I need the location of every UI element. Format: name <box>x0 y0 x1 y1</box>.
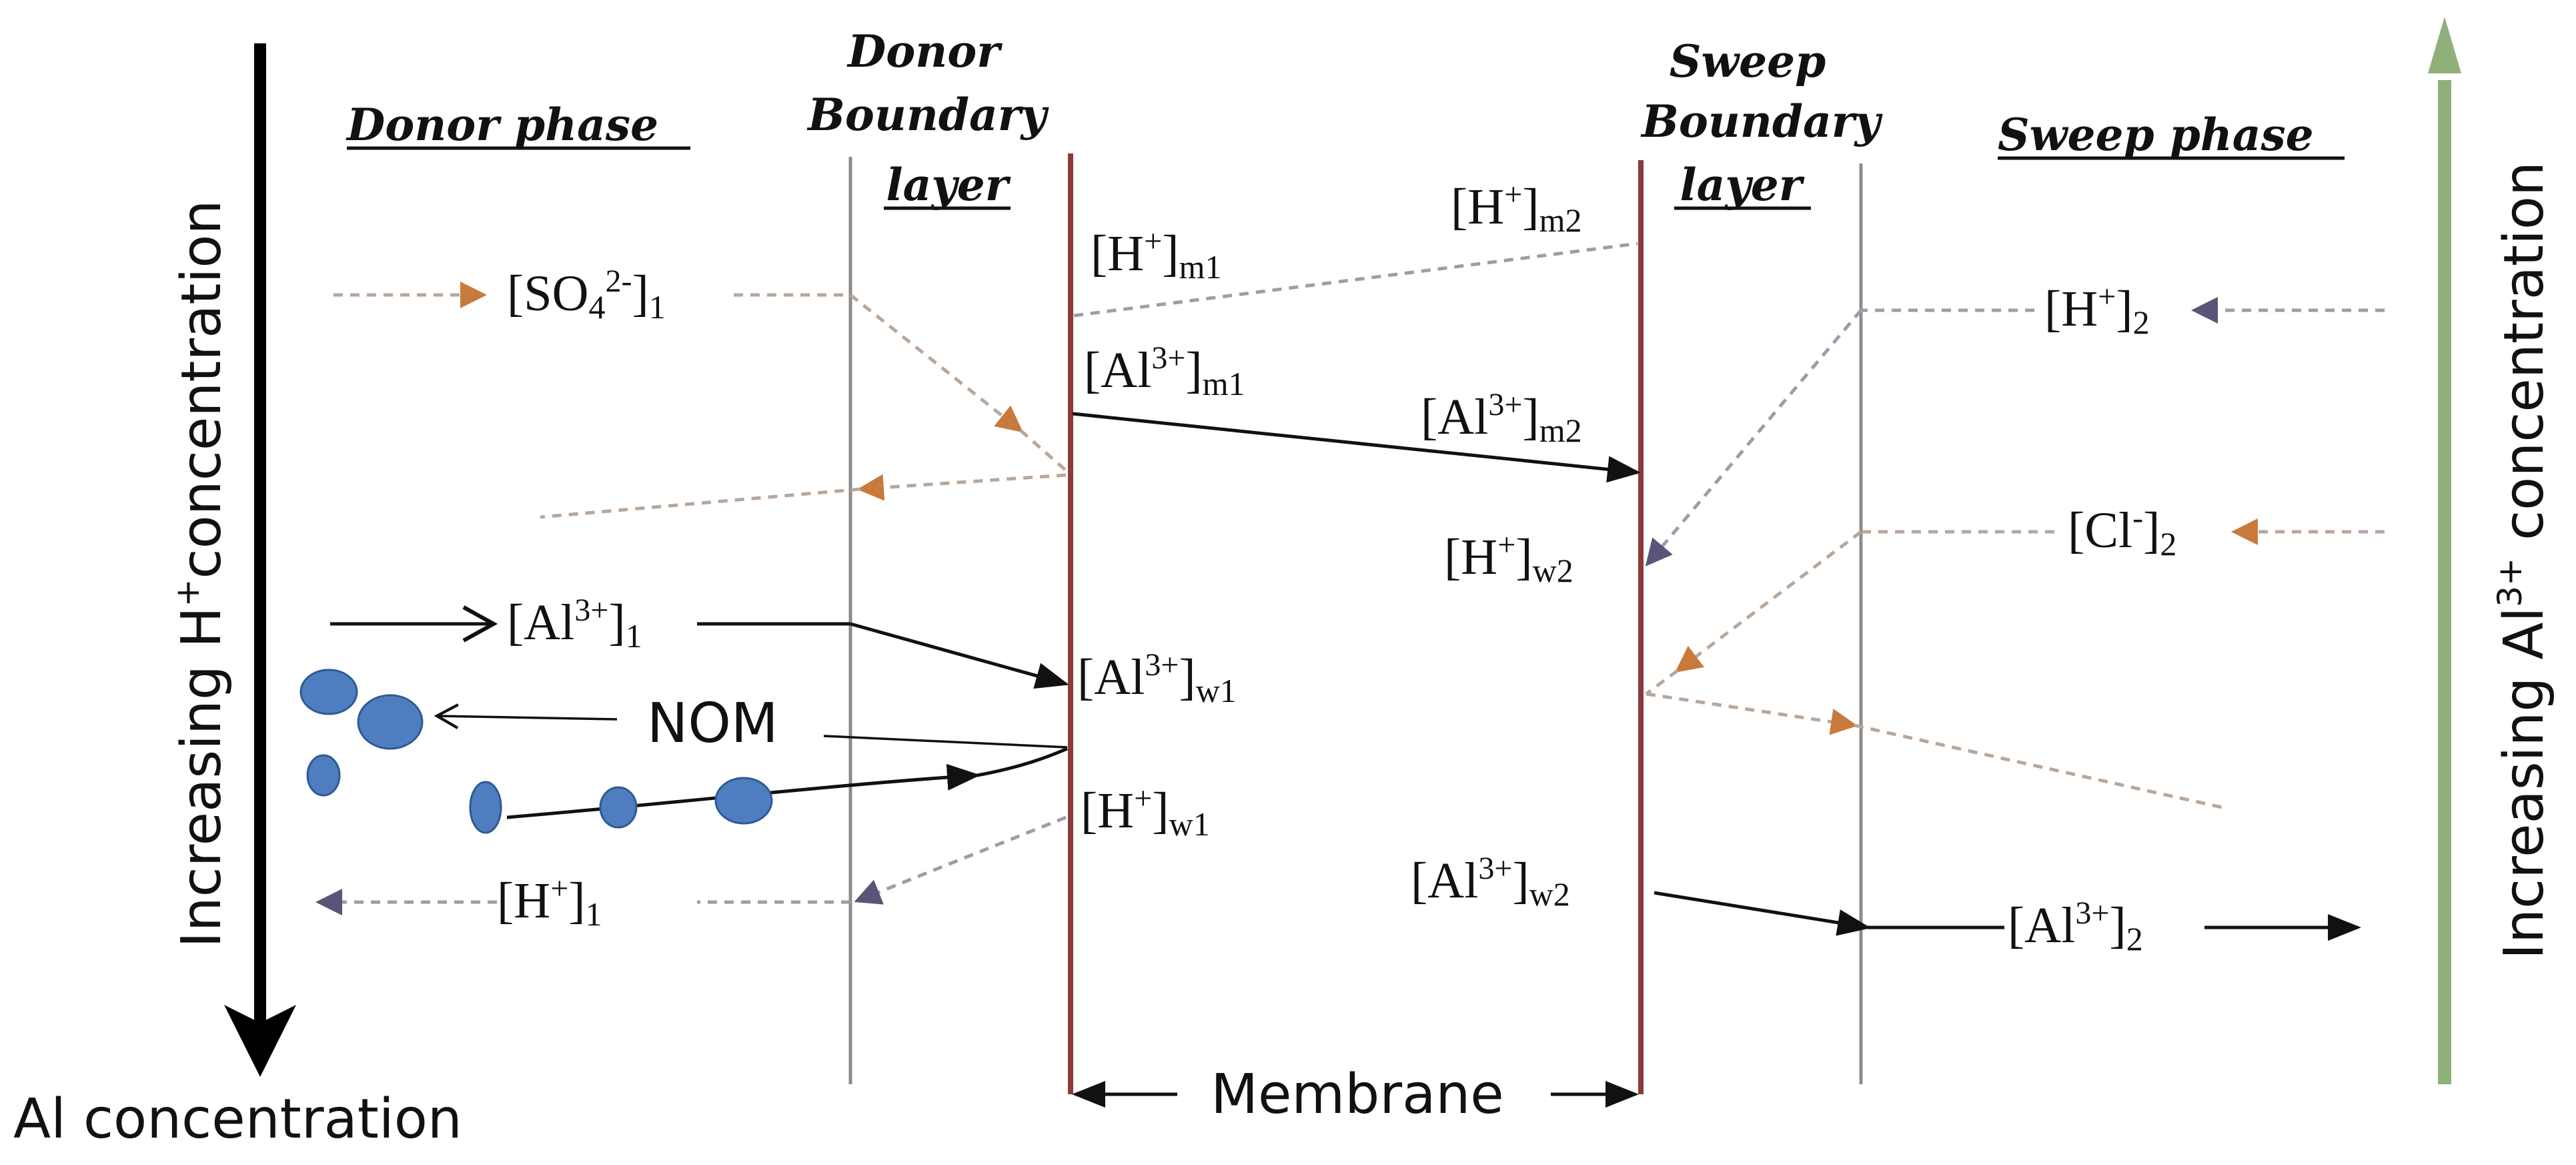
nom-label: NOM <box>647 692 778 755</box>
so4-1-label: [SO42-]1 <box>507 264 666 326</box>
nom-particle <box>469 781 502 834</box>
donor-boundary-heading-2: Boundary <box>806 89 1049 141</box>
vertical-lines <box>848 153 1863 1094</box>
h2-boundary-diagonal <box>1645 309 1862 566</box>
al1-boundary-diagonal <box>850 622 1069 689</box>
h-w2-label: [H+]w2 <box>1444 527 1573 589</box>
nom-particle <box>599 786 638 829</box>
nom-membrane-curve <box>977 747 1068 777</box>
donor-boundary-heading-3: layer <box>886 159 1011 211</box>
cl-boundary-diagonal <box>1675 530 1862 673</box>
al-2-label: [Al3+]2 <box>2008 895 2143 957</box>
sweep-phase-heading: Sweep phase <box>1998 109 2314 161</box>
al-w2-diagonal <box>1654 891 1871 936</box>
cl-membrane-diagonal <box>1645 669 1679 696</box>
nom-particle <box>357 694 424 750</box>
al-w1-label: [Al3+]w1 <box>1077 647 1237 709</box>
h-m1-to-m2-dash <box>1073 242 1638 318</box>
so4-boundary-diagonal <box>849 294 1023 433</box>
cl-reflect-tail <box>1854 723 2228 811</box>
so4-reflect-arrow <box>857 473 1067 501</box>
nom-particle <box>299 669 358 715</box>
right-axis-label: Increasing Al3+ concentration <box>2491 161 2556 959</box>
donor-boundary-heading-1: Donor <box>846 25 1003 77</box>
cl-2-label: [Cl-]2 <box>2068 500 2176 562</box>
proton-fluxes <box>315 242 2385 915</box>
anion-fluxes <box>334 282 2385 811</box>
nom-group: NOM <box>299 669 1068 834</box>
nom-particle <box>714 777 773 825</box>
al-w2-label: [Al3+]w2 <box>1411 851 1570 913</box>
al-m2-label: [Al3+]m2 <box>1421 387 1582 449</box>
right-axis-arrowhead <box>2428 17 2461 73</box>
donor-phase-heading: Donor phase <box>346 99 658 151</box>
species-labels: [SO42-]1 [Al3+]1 [H+]1 [H+]m1 [Al3+]m1 [… <box>497 177 2176 957</box>
h-2-label: [H+]2 <box>2044 279 2150 341</box>
h-m2-label: [H+]m2 <box>1451 177 1582 239</box>
nom-line-to-membrane <box>823 735 1068 749</box>
h-1-label: [H+]1 <box>497 871 602 933</box>
headings: Donor phase Donor Boundary layer Sweep B… <box>346 25 2345 211</box>
h-m1-label: [H+]m1 <box>1091 224 1222 286</box>
right-axis: Increasing Al3+ concentration <box>2428 17 2556 1084</box>
sweep-boundary-heading-3: layer <box>1680 159 1805 211</box>
so4-membrane-diagonal <box>1019 429 1067 472</box>
aluminium-fluxes <box>330 412 2361 941</box>
so4-reflect-tail <box>540 487 861 519</box>
membrane-label: Membrane <box>1211 1063 1504 1126</box>
al-concentration-label: Al concentration <box>13 1088 462 1151</box>
membrane-span: Membrane <box>1072 1063 1639 1126</box>
left-axis-label: Increasing H+concentration <box>168 200 233 948</box>
al-1-label: [Al3+]1 <box>507 593 642 655</box>
sweep-boundary-heading-1: Sweep <box>1670 35 1826 87</box>
nom-particle <box>306 754 341 797</box>
sweep-boundary-heading-2: Boundary <box>1640 95 1883 147</box>
h-w1-label: [H+]w1 <box>1081 781 1210 843</box>
cl-reflect-arrow <box>1646 692 1858 735</box>
left-axis: Increasing H+concentration Al concentrat… <box>13 43 462 1151</box>
h-w1-diagonal <box>854 815 1067 905</box>
nom-reject-arrow <box>434 703 618 729</box>
al-m1-to-m2-arrow <box>1072 412 1641 483</box>
al-m1-label: [Al3+]m1 <box>1084 340 1245 402</box>
